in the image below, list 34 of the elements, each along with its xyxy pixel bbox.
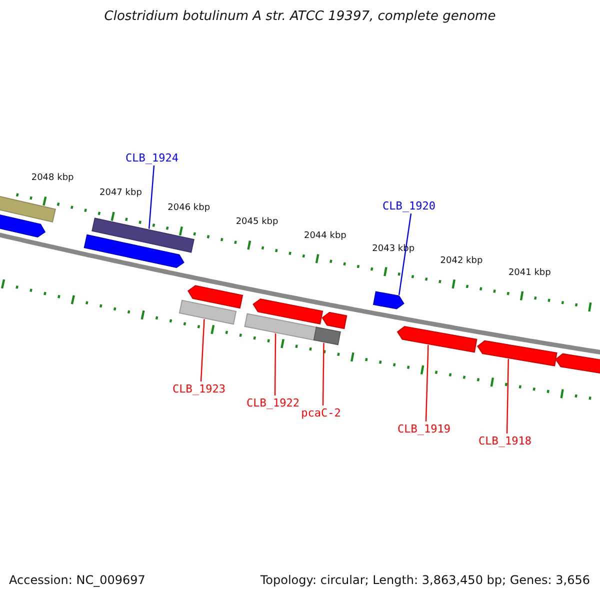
leader-line <box>425 344 429 422</box>
scale-label: 2045 kbp <box>236 217 278 228</box>
gene-label: CLB_1919 <box>398 422 450 436</box>
gene-feature <box>322 312 348 330</box>
leader-line <box>398 213 412 296</box>
gene-label: pcaC-2 <box>301 406 341 420</box>
footer-text: Topology: circular; Length: 3,863,450 bp; Genes: 3,656 <box>260 573 590 587</box>
gene-bar <box>178 300 237 325</box>
gene-feature <box>555 353 600 376</box>
leader-line <box>148 165 155 229</box>
scale-label: 2048 kbp <box>31 173 74 184</box>
scale-label: 2046 kbp <box>168 203 210 214</box>
gene-bar <box>92 218 194 253</box>
gene-label: CLB_1920 <box>382 200 436 212</box>
gene-feature <box>0 212 46 238</box>
gene-bar <box>0 195 56 223</box>
gene-feature <box>84 234 184 268</box>
gene-feature <box>372 291 404 310</box>
gene-bar <box>244 313 317 341</box>
gene-feature <box>188 285 244 309</box>
gene-feature <box>396 326 478 353</box>
footer-text: Accession: NC_009697 <box>9 573 146 587</box>
scale-label: 2041 kbp <box>508 268 551 278</box>
gene-label: CLB_1924 <box>126 152 178 164</box>
title: Clostridium botulinum A str. ATCC 19397, complete genome <box>103 9 497 24</box>
leader-line <box>506 358 509 434</box>
gene-label: CLB_1922 <box>246 396 300 410</box>
scale-label: 2047 kbp <box>100 188 142 198</box>
scale-label: 2044 kbp <box>304 230 346 241</box>
gene-label: CLB_1918 <box>478 434 532 448</box>
scale-label: 2042 kbp <box>440 256 483 266</box>
gene-bar <box>313 326 341 346</box>
gene-label: CLB_1923 <box>172 382 226 396</box>
leader-line <box>322 342 324 406</box>
